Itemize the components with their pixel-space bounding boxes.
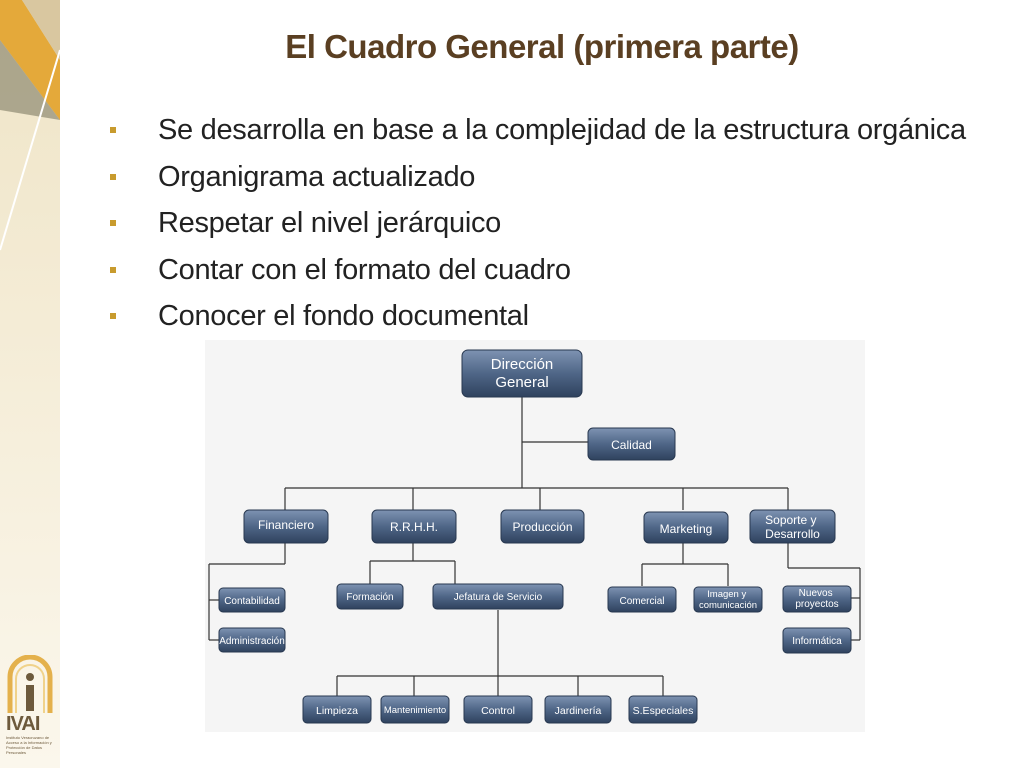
logo-name: IVAI	[6, 713, 40, 735]
org-root-line-2: General	[495, 374, 548, 391]
org-sub-label-wrapped: Imagen y comunicación	[699, 589, 757, 611]
org-sub-box: Nuevos proyectos	[782, 585, 852, 613]
org-sub-box: Jefatura de Servicio	[432, 583, 564, 610]
org-unit-box: S.Especiales	[628, 695, 698, 724]
org-sub-label: Jefatura de Servicio	[454, 592, 543, 603]
org-dept-label-wrapped: Soporte y Desarrollo	[765, 513, 820, 541]
bullet-text: Organigrama actualizado	[158, 160, 476, 193]
org-unit-label: Control	[481, 705, 515, 717]
square-bullet-icon	[110, 313, 116, 319]
bullet-list: Se desarrolla en base a la complejidad d…	[108, 110, 966, 343]
bullet-text: Contar con el formato del cuadro	[158, 253, 571, 286]
org-unit-box: Jardinería	[544, 695, 612, 724]
org-connectors	[208, 397, 861, 696]
ivai-logo-icon	[7, 655, 53, 713]
org-staff-label: Calidad	[611, 438, 652, 452]
org-dept-box: Marketing	[643, 511, 729, 544]
org-unit-box: Control	[463, 695, 533, 724]
bullet-item: Organigrama actualizado	[108, 157, 966, 204]
bullet-item: Se desarrolla en base a la complejidad d…	[108, 110, 966, 157]
org-dept-box: Producción	[500, 509, 585, 544]
bullet-text: Conocer el fondo documental	[158, 300, 529, 332]
bullet-item: Respetar el nivel jerárquico	[108, 203, 966, 250]
square-bullet-icon	[110, 220, 116, 226]
org-dept-label: Financiero	[258, 518, 314, 532]
org-unit-box: Limpieza	[302, 695, 372, 724]
org-dept-box: R.R.H.H.	[371, 509, 457, 544]
square-bullet-icon	[110, 173, 116, 180]
org-dept-box: Financiero	[243, 509, 329, 544]
side-band	[0, 0, 60, 768]
org-unit-label: Limpieza	[316, 705, 358, 717]
org-sub-box: Contabilidad	[218, 587, 286, 613]
square-bullet-icon	[110, 127, 116, 133]
org-dept-label: Producción	[512, 520, 572, 534]
org-sub-label: Informática	[792, 636, 842, 647]
slide-title: El Cuadro General (primera parte)	[285, 28, 799, 65]
bullet-text: Respetar el nivel jerárquico	[158, 207, 501, 239]
org-sub-box: Imagen y comunicación	[693, 586, 763, 613]
bullet-item: Conocer el fondo documental	[108, 296, 966, 343]
org-sub-label-wrapped: Nuevos proyectos	[795, 588, 838, 610]
org-dept-label: R.R.H.H.	[390, 520, 438, 534]
org-unit-label: Jardinería	[555, 705, 602, 717]
bullet-text: Se desarrolla en base a la complejidad d…	[158, 114, 966, 146]
org-sub-box: Informática	[782, 627, 852, 654]
org-chart: Dirección General Calidad Financiero R.R…	[205, 340, 865, 732]
org-sub-box: Comercial	[607, 586, 677, 613]
org-root-box: Dirección General	[461, 349, 583, 398]
bullet-item: Contar con el formato del cuadro	[108, 250, 966, 297]
org-sub-label: Formación	[346, 592, 393, 603]
org-sub-box: Formación	[336, 583, 404, 610]
org-staff-box: Calidad	[587, 427, 676, 461]
org-sub-label: Contabilidad	[224, 596, 280, 607]
org-unit-label: Mantenimiento	[384, 705, 446, 716]
logo-subtitle: Instituto Veracruzano de Acceso a la Inf…	[6, 735, 52, 755]
org-dept-label: Marketing	[660, 522, 713, 536]
org-dept-box: Soporte y Desarrollo	[749, 509, 836, 544]
org-sub-box: Administración	[218, 627, 286, 653]
org-unit-label: S.Especiales	[633, 705, 694, 717]
org-sub-label: Comercial	[619, 596, 664, 607]
org-root-line-1: Dirección	[491, 356, 554, 373]
org-sub-label: Administración	[219, 636, 285, 647]
square-bullet-icon	[110, 266, 116, 273]
org-unit-box: Mantenimiento	[380, 695, 450, 724]
